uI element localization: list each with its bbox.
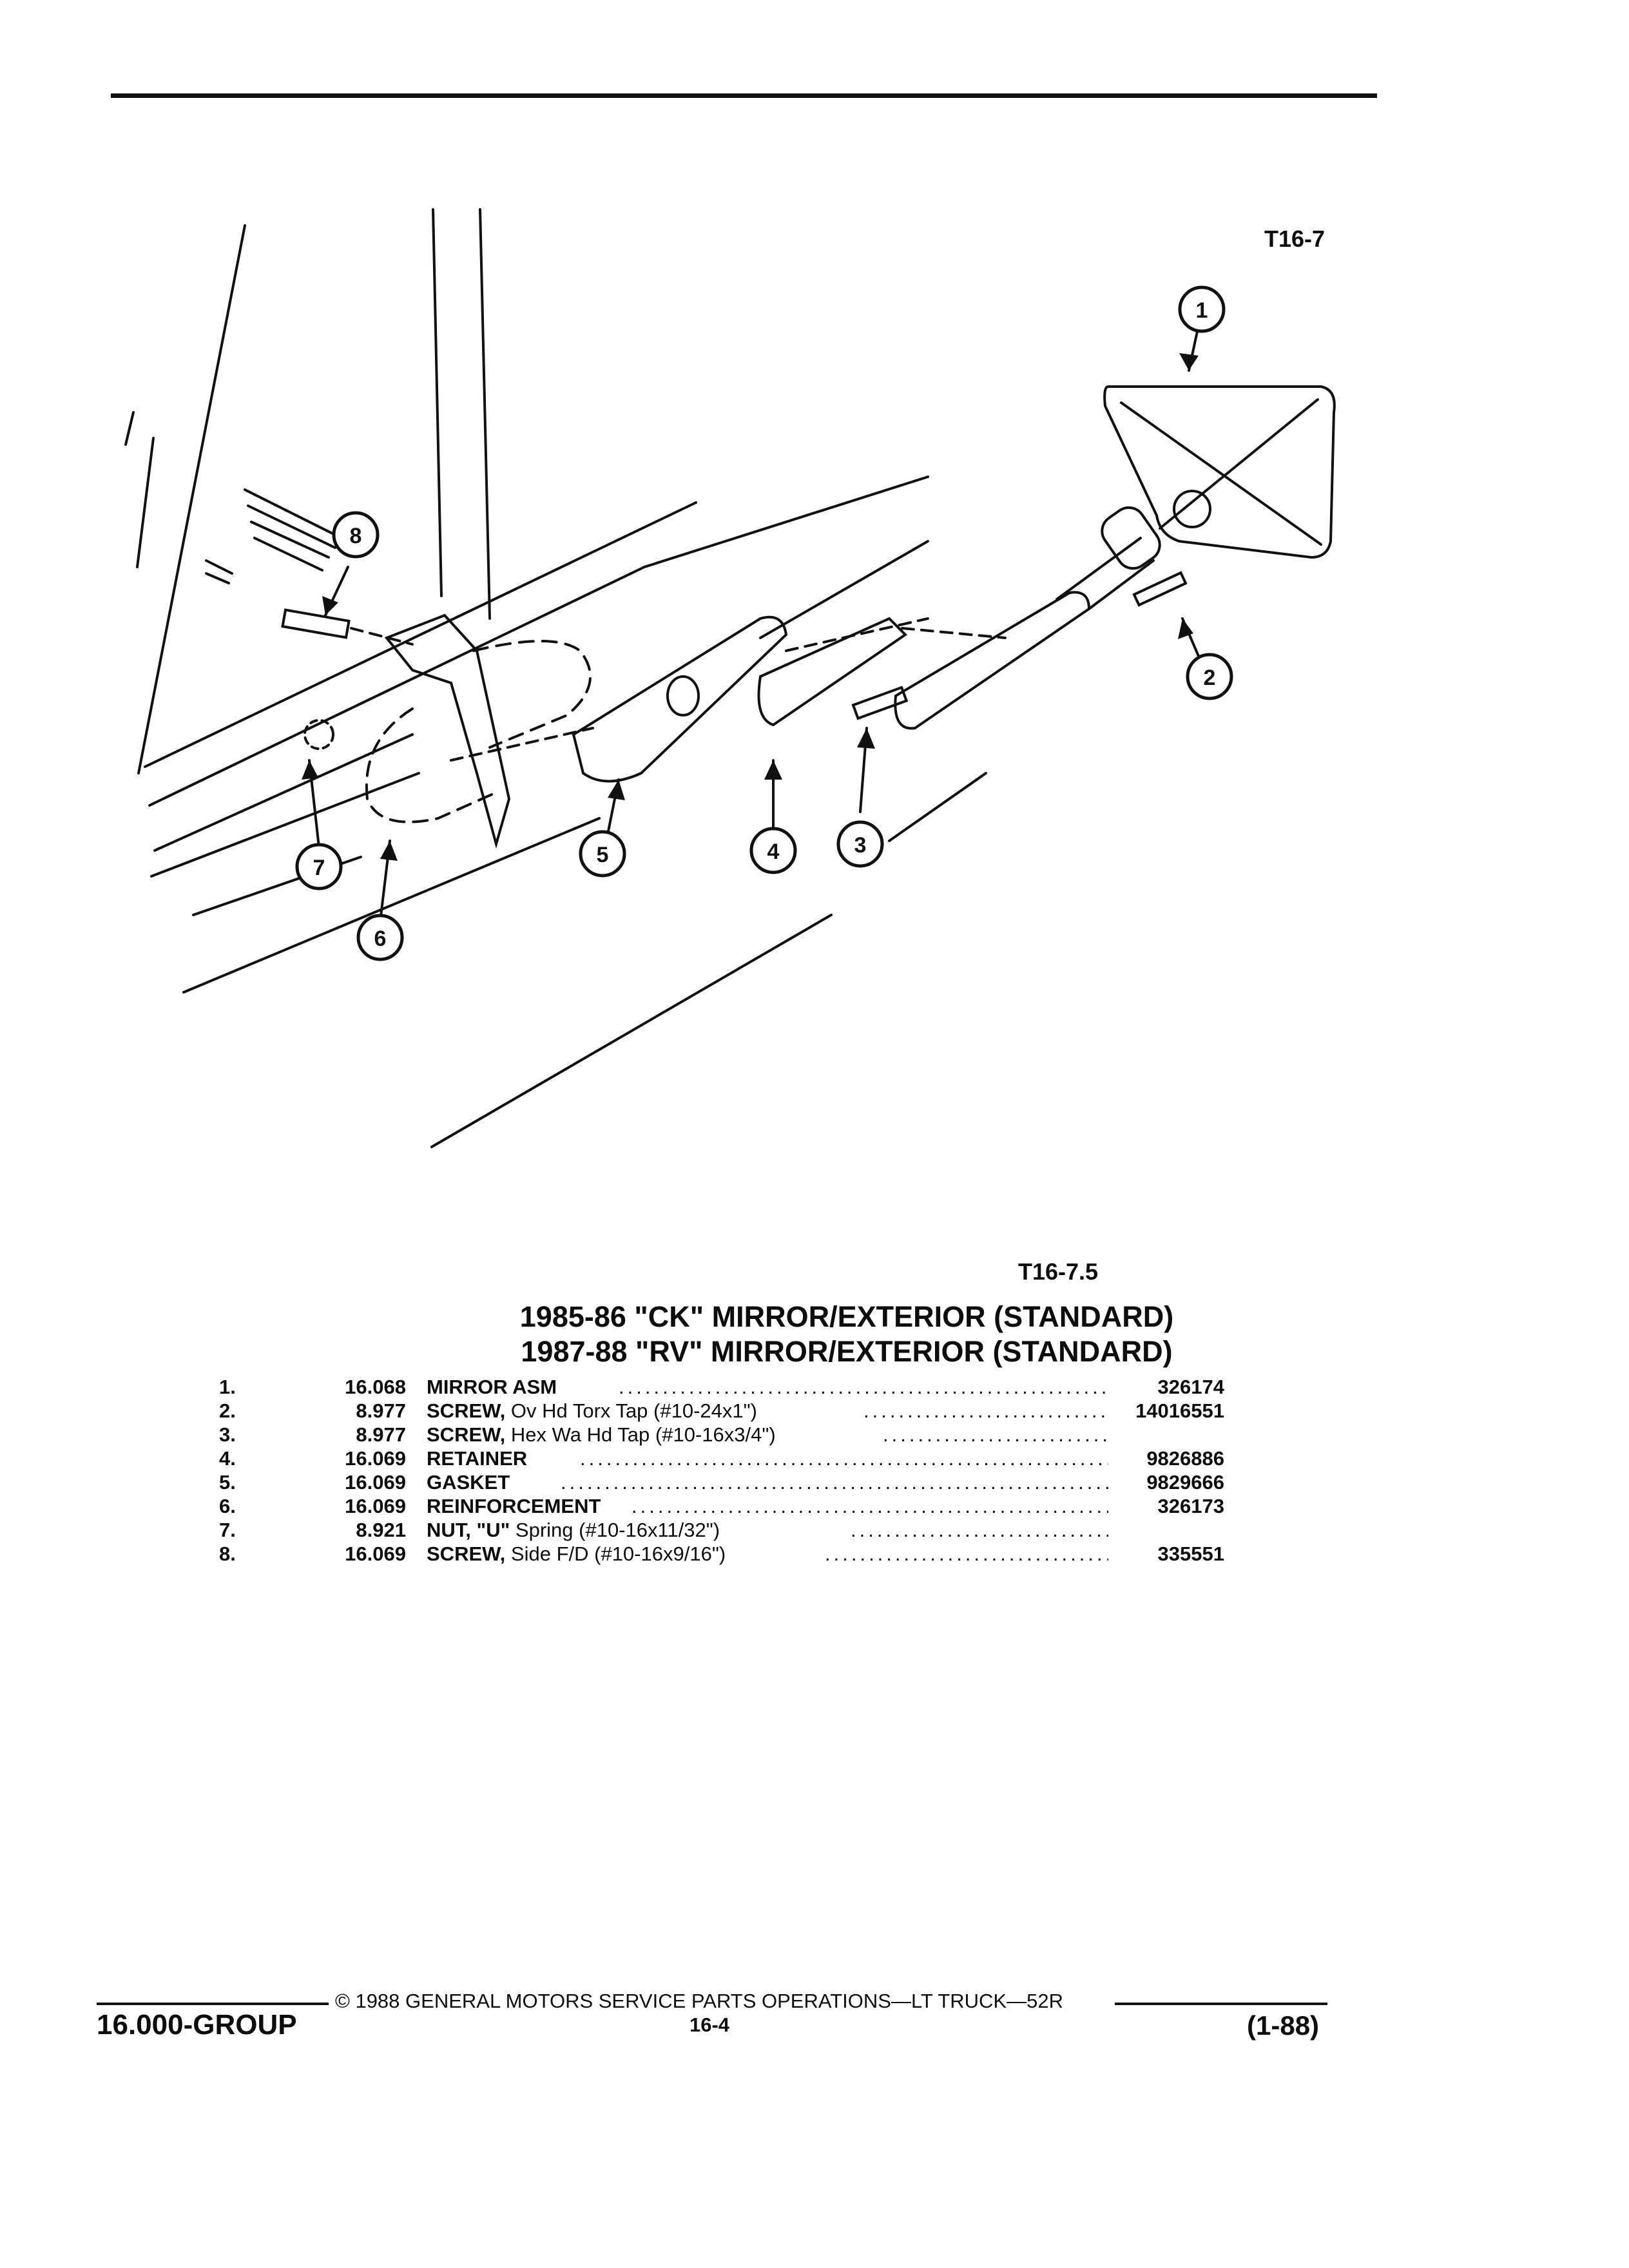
leader-dots: ........................................… (863, 1399, 1108, 1422)
part-name: GASKET (427, 1471, 510, 1494)
part-description: MIRROR ASM (427, 1376, 557, 1399)
callout-6 (356, 914, 404, 961)
catalog-title-1: 1985-86 "CK" MIRROR/EXTERIOR (STANDARD) (519, 1300, 1174, 1333)
callout-2 (1186, 653, 1233, 700)
footer-page-number: 16-4 (689, 2013, 730, 2036)
callout-8 (332, 511, 380, 559)
callout-1-label: 1 (1196, 298, 1208, 323)
part-number: 335551 (1157, 1542, 1224, 1565)
group-number: 16.069 (345, 1471, 406, 1494)
part-name: REINFORCEMENT (427, 1495, 601, 1517)
part-spec: Side F/D (#10-16x9/16") (510, 1542, 726, 1565)
part-number: 9826886 (1146, 1447, 1224, 1470)
part-description: SCREW, Ov Hd Torx Tap (#10-24x1") (427, 1399, 757, 1423)
part-row: 6. 16.069 REINFORCEMENT ................… (219, 1495, 1224, 1519)
top-rule (111, 93, 1377, 98)
group-number: 8.977 (356, 1423, 406, 1446)
item-number: 5. (219, 1471, 236, 1494)
callout-5 (579, 830, 626, 878)
part-row: 8. 16.069 SCREW, Side F/D (#10-16x9/16")… (219, 1542, 1224, 1566)
part-name: MIRROR ASM (427, 1376, 557, 1398)
part-number: 326174 (1157, 1376, 1224, 1398)
footer-rule-left (97, 2003, 329, 2005)
footer-copyright: © 1988 GENERAL MOTORS SERVICE PARTS OPER… (335, 1990, 1063, 2012)
part-description: SCREW, Side F/D (#10-16x9/16") (427, 1542, 726, 1566)
callout-3 (836, 820, 884, 868)
mirror-exploded-diagram: 1 2 3 4 5 6 7 8 (124, 208, 1336, 1148)
leader-dots: ........................................… (825, 1542, 1108, 1565)
part-spec: Ov Hd Torx Tap (#10-24x1") (510, 1399, 757, 1422)
part-row: 5. 16.069 GASKET .......................… (219, 1471, 1224, 1495)
callout-6-label: 6 (374, 927, 387, 951)
part-spec: Hex Wa Hd Tap (#10-16x3/4") (510, 1423, 776, 1446)
item-number: 7. (219, 1519, 236, 1541)
catalog-title-2: 1987-88 "RV" MIRROR/EXTERIOR (STANDARD) (521, 1335, 1173, 1368)
leader-dots: ........................................… (851, 1519, 1108, 1541)
part-description: GASKET (427, 1471, 510, 1494)
group-number: 16.069 (345, 1447, 406, 1470)
group-number: 8.921 (356, 1519, 406, 1541)
group-number: 16.069 (345, 1542, 406, 1565)
callout-4-label: 4 (767, 840, 780, 864)
callout-3-label: 3 (854, 833, 867, 858)
part-name: RETAINER (427, 1447, 528, 1470)
part-row: 3. 8.977 SCREW, Hex Wa Hd Tap (#10-16x3/… (219, 1423, 1224, 1447)
part-number: 9829666 (1146, 1471, 1224, 1494)
item-number: 4. (219, 1447, 236, 1470)
part-name: SCREW, (427, 1423, 506, 1446)
part-name: NUT, "U" (427, 1519, 510, 1541)
leader-dots: ........................................… (883, 1423, 1108, 1446)
footer-group: 16.000-GROUP (97, 2009, 297, 2041)
callout-7-label: 7 (313, 856, 325, 880)
part-row: 2. 8.977 SCREW, Ov Hd Torx Tap (#10-24x1… (219, 1399, 1224, 1423)
part-spec: Spring (#10-16x11/32") (515, 1519, 720, 1541)
group-number: 16.068 (345, 1376, 406, 1398)
leader-dots: ........................................… (631, 1495, 1108, 1517)
callout-4 (749, 827, 797, 874)
part-name: SCREW, (427, 1399, 506, 1422)
callout-1 (1178, 285, 1226, 333)
callout-5-label: 5 (597, 843, 609, 867)
part-number: 326173 (1157, 1495, 1224, 1517)
parts-list: 1. 16.068 MIRROR ASM ...................… (219, 1376, 1224, 1566)
item-number: 6. (219, 1495, 236, 1517)
part-description: SCREW, Hex Wa Hd Tap (#10-16x3/4") (427, 1423, 776, 1446)
part-row: 1. 16.068 MIRROR ASM ...................… (219, 1376, 1224, 1399)
callout-7 (295, 843, 343, 890)
leader-dots: ........................................… (580, 1447, 1108, 1470)
callout-2-label: 2 (1204, 666, 1216, 690)
part-description: NUT, "U" Spring (#10-16x11/32") (427, 1519, 720, 1542)
part-row: 7. 8.921 NUT, "U" Spring (#10-16x11/32")… (219, 1519, 1224, 1542)
group-number: 8.977 (356, 1399, 406, 1422)
part-number: 14016551 (1135, 1399, 1224, 1422)
part-description: REINFORCEMENT (427, 1495, 601, 1518)
item-number: 1. (219, 1376, 236, 1398)
group-number: 16.069 (345, 1495, 406, 1517)
part-name: SCREW, (427, 1542, 506, 1565)
callout-8-label: 8 (350, 524, 362, 548)
footer-rule-right (1115, 2003, 1327, 2005)
item-number: 3. (219, 1423, 236, 1446)
figure-id-top: T16-7 (1264, 226, 1325, 252)
footer-date: (1-88) (1247, 2010, 1320, 2041)
leader-dots: ........................................… (619, 1376, 1108, 1398)
figure-id-bottom: T16-7.5 (1018, 1258, 1099, 1285)
leader-dots: ........................................… (561, 1471, 1108, 1494)
part-row: 4. 16.069 RETAINER .....................… (219, 1447, 1224, 1471)
item-number: 8. (219, 1542, 236, 1565)
part-description: RETAINER (427, 1447, 527, 1470)
item-number: 2. (219, 1399, 236, 1422)
